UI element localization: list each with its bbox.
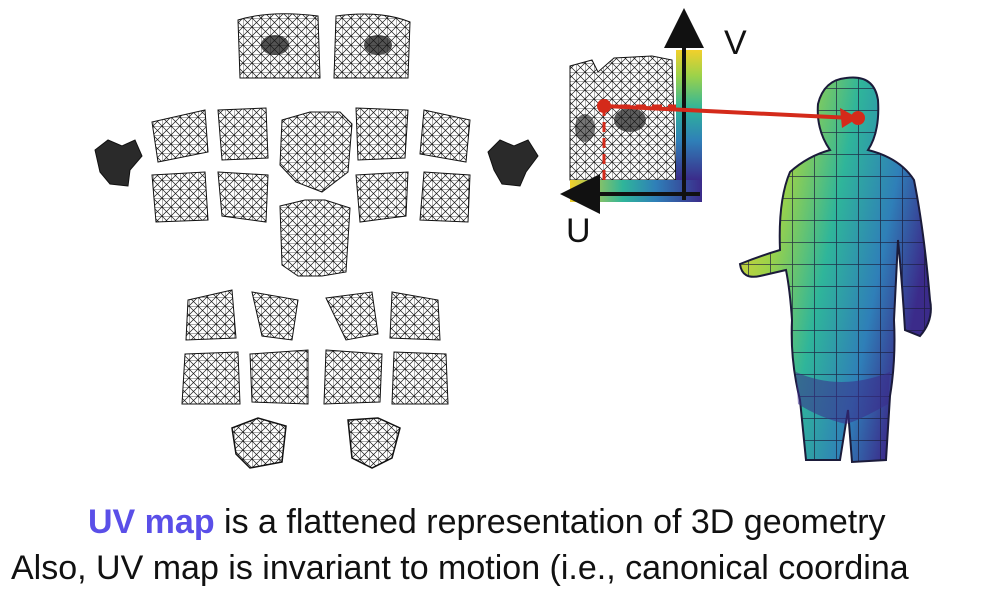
patch-arm-4: [419, 109, 471, 163]
correspondence-arrow: [597, 99, 865, 128]
patch-torso-front: [279, 111, 353, 193]
patch-arm-1: [151, 109, 209, 163]
uv-map-illustration: V U: [94, 8, 932, 469]
inset-mesh-shadow-2: [575, 114, 595, 142]
patch-arm-5: [151, 171, 209, 223]
patch-head-shadow-right: [364, 35, 392, 55]
v-axis-label: V: [724, 24, 747, 62]
patch-arm-3: [355, 107, 409, 161]
body-target-point: [851, 111, 865, 125]
patch-arm-6: [217, 171, 269, 223]
inset-mesh-shadow: [614, 108, 646, 132]
u-axis-label: U: [566, 212, 591, 250]
correspondence-arrowhead: [840, 108, 858, 128]
patch-leg-5: [181, 351, 241, 405]
patch-head-shadow-left: [261, 35, 289, 55]
patch-leg-8: [391, 351, 449, 405]
correspondence-line: [603, 104, 853, 120]
caption-line-2: Also, UV map is invariant to motion (i.e…: [11, 549, 909, 587]
uv-patches: [94, 13, 539, 469]
patch-torso-back: [279, 199, 351, 277]
uv-inset: V U: [560, 8, 747, 250]
patch-foot-left: [231, 417, 287, 469]
v-gradient-bar: [676, 50, 702, 180]
caption-line-1: UV map is a flattened representation of …: [88, 503, 997, 542]
patch-arm-2: [217, 107, 269, 161]
body-underwear: [796, 372, 890, 424]
patch-arm-7: [355, 171, 409, 223]
caption-highlight: UV map: [88, 503, 215, 541]
patch-leg-1: [185, 289, 237, 341]
patch-leg-7: [323, 349, 383, 405]
body-grid-overlay: [740, 77, 931, 462]
patch-leg-4: [389, 291, 441, 341]
patch-hand-left: [94, 139, 143, 187]
patch-arm-8: [419, 171, 471, 223]
patch-hand-right: [487, 139, 539, 187]
u-gradient-bar: [570, 180, 702, 202]
patch-leg-3: [325, 291, 379, 341]
patch-foot-right: [347, 417, 401, 469]
patch-leg-2: [251, 291, 299, 341]
caption-line-1-text: is a flattened representation of 3D geom…: [214, 503, 886, 541]
patch-leg-6: [249, 349, 309, 405]
body-figure: [738, 76, 932, 464]
uv-sample-point: [597, 99, 611, 113]
